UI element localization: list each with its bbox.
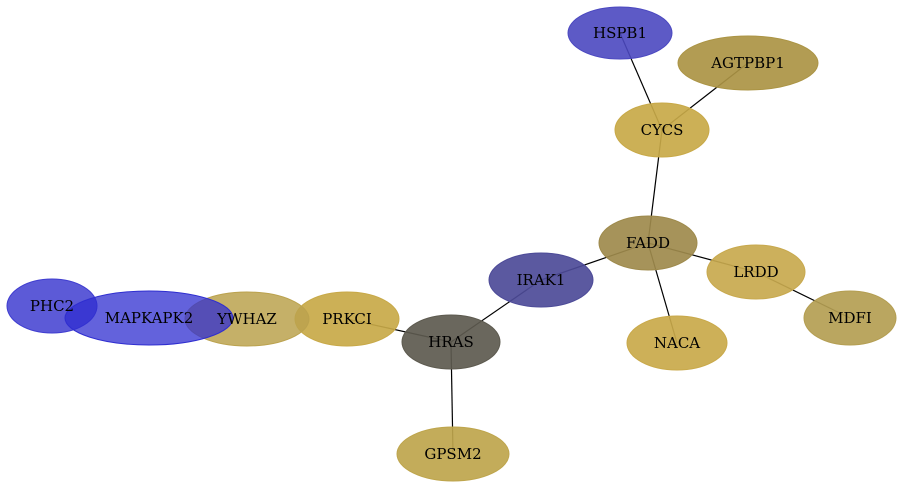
node-naca[interactable] xyxy=(626,315,728,371)
node-hspb1-shape[interactable] xyxy=(567,6,673,60)
node-lrdd[interactable] xyxy=(706,244,806,300)
node-agtpbp1-shape[interactable] xyxy=(677,35,819,91)
node-fadd[interactable] xyxy=(598,215,698,271)
node-mapkapk2-shape[interactable] xyxy=(64,290,234,346)
node-phc2-label: PHC2 xyxy=(30,297,74,315)
node-irak1-label: IRAK1 xyxy=(517,271,566,289)
node-naca-label: NACA xyxy=(654,334,700,352)
node-cycs-label: CYCS xyxy=(641,121,684,139)
node-mapkapk2-label: MAPKAPK2 xyxy=(105,309,194,327)
node-hspb1[interactable] xyxy=(567,6,673,60)
node-naca-shape[interactable] xyxy=(626,315,728,371)
node-lrdd-shape[interactable] xyxy=(706,244,806,300)
node-prkci-label: PRKCI xyxy=(322,310,372,328)
node-agtpbp1[interactable] xyxy=(677,35,819,91)
node-hras-shape[interactable] xyxy=(401,314,501,370)
node-fadd-label: FADD xyxy=(626,234,670,252)
node-mapkapk2[interactable] xyxy=(64,290,234,346)
node-mdfi-shape[interactable] xyxy=(803,290,897,346)
node-ywhaz-label: YWHAZ xyxy=(216,310,277,328)
node-hras-label: HRAS xyxy=(428,333,473,351)
node-irak1[interactable] xyxy=(488,252,594,308)
node-agtpbp1-label: AGTPBP1 xyxy=(710,54,785,72)
node-cycs-shape[interactable] xyxy=(614,102,710,158)
node-gpsm2-label: GPSM2 xyxy=(424,445,481,463)
node-cycs[interactable] xyxy=(614,102,710,158)
node-mdfi[interactable] xyxy=(803,290,897,346)
node-gpsm2-shape[interactable] xyxy=(396,426,510,482)
node-hspb1-label: HSPB1 xyxy=(593,24,647,42)
edges-layer xyxy=(346,32,851,455)
node-mdfi-label: MDFI xyxy=(828,309,872,327)
node-irak1-shape[interactable] xyxy=(488,252,594,308)
node-hras[interactable] xyxy=(401,314,501,370)
node-gpsm2[interactable] xyxy=(396,426,510,482)
node-lrdd-label: LRDD xyxy=(733,263,778,281)
node-fadd-shape[interactable] xyxy=(598,215,698,271)
